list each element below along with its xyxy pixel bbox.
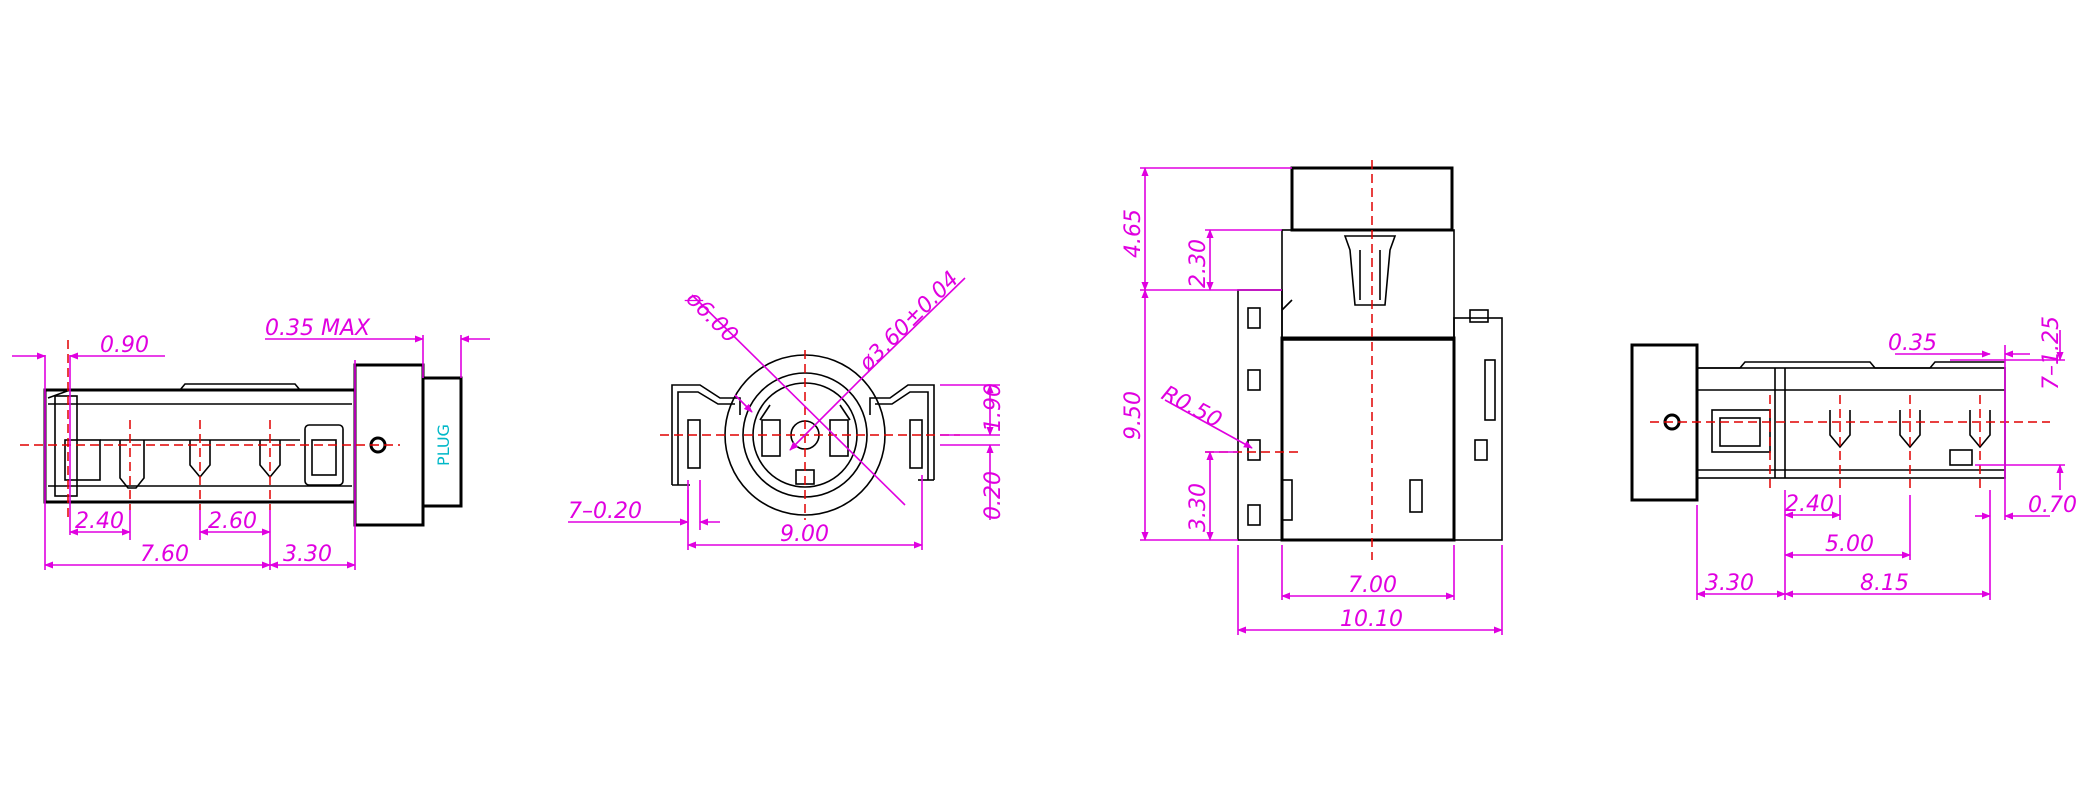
dim-0-35-right: 0.35: [1888, 331, 1937, 356]
side-view-left-plug-tip: [421, 376, 463, 508]
top-view: 4.65 2.30 9.50 3.30 R0.50 7.00 10.10: [1121, 160, 1503, 635]
dim-3-30-right: 3.30: [1705, 571, 1754, 596]
top-view-dimensions: 4.65 2.30 9.50 3.30 R0.50 7.00 10.10: [1121, 167, 1503, 635]
side-view-left-body: [43, 383, 357, 504]
side-view-left-dimensions: 0.90 0.35 MAX 2.40 2.60 7.60 3.30: [12, 316, 490, 570]
dim-r-0-50: R0.50: [1157, 381, 1225, 433]
side-view-left: PLUG 0.90 0.35 MAX 2.40: [12, 316, 490, 570]
dim-phi-3-60: ø3.60±0.04: [854, 267, 964, 377]
side-view-right: 0.35 7–1.25 0.70 2.40 5.00 3.30 8.15: [1630, 316, 2077, 600]
dim-7-1-25: 7–1.25: [2039, 316, 2064, 390]
dim-10-10: 10.10: [1340, 607, 1403, 632]
top-view-body: [1237, 229, 1503, 542]
dim-3-30-left: 3.30: [283, 542, 332, 567]
dim-7-60: 7.60: [140, 542, 189, 567]
front-view-dimensions: ø6.00 ø3.60±0.04 1.90 0.20 7–0.20 9.00: [568, 267, 1006, 550]
dim-5-00: 5.00: [1825, 532, 1874, 557]
side-view-right-centerlines: [1650, 395, 2050, 490]
dim-0-70: 0.70: [2028, 493, 2077, 518]
dim-7-0-20: 7–0.20: [568, 499, 642, 524]
top-view-centerlines: [1205, 160, 1373, 560]
dim-1-90: 1.90: [981, 383, 1006, 432]
dim-2-40-right: 2.40: [1785, 492, 1834, 517]
plug-label: PLUG: [434, 424, 453, 466]
side-view-left-centerlines: [20, 340, 400, 520]
dim-9-50: 9.50: [1121, 391, 1146, 440]
dim-2-30-top: 2.30: [1186, 239, 1211, 288]
dim-2-40-left: 2.40: [75, 509, 124, 534]
side-view-right-dimensions: 0.35 7–1.25 0.70 2.40 5.00 3.30 8.15: [1696, 316, 2077, 600]
front-view-centerlines: [660, 350, 960, 520]
dim-3-30-top: 3.30: [1186, 483, 1211, 532]
dim-phi-6-00: ø6.00: [680, 286, 743, 349]
front-view-contacts: [759, 404, 851, 485]
dim-0-90-left: 0.90: [100, 333, 149, 358]
dim-0-35-max: 0.35 MAX: [265, 316, 371, 341]
dim-0-20-front: 0.20: [981, 471, 1006, 520]
dim-8-15: 8.15: [1860, 571, 1909, 596]
dim-9-00: 9.00: [780, 522, 829, 547]
dim-2-60: 2.60: [208, 509, 257, 534]
dim-7-00: 7.00: [1348, 573, 1397, 598]
dim-4-65: 4.65: [1121, 209, 1146, 258]
front-view: ø6.00 ø3.60±0.04 1.90 0.20 7–0.20 9.00: [568, 267, 1006, 550]
side-view-right-body: [1696, 361, 2006, 479]
